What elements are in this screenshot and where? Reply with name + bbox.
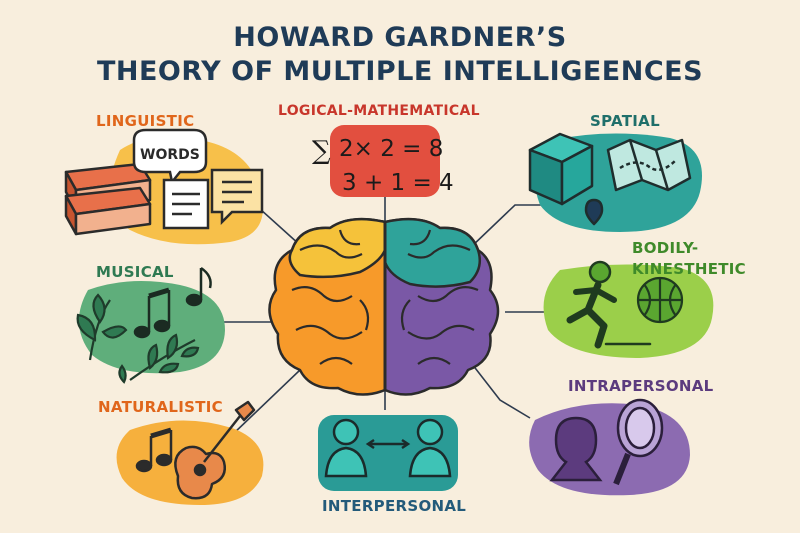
label-linguistic: LINGUISTIC — [96, 112, 195, 130]
speech-bubble-icon — [132, 128, 208, 185]
label-naturalistic: NATURALISTIC — [98, 398, 223, 416]
map-icon — [584, 138, 692, 226]
brain-folds — [291, 229, 479, 365]
label-spatial: SPATIAL — [590, 112, 660, 130]
connector-intrapersonal — [464, 354, 531, 419]
naturalistic-panel — [116, 400, 264, 505]
label-bodily-line-1: BODILY- — [632, 239, 699, 257]
two-people-icon — [324, 418, 452, 478]
intrapersonal-panel — [529, 398, 690, 496]
linguistic-panel — [64, 128, 264, 245]
mirror-icon — [613, 398, 664, 486]
cube-icon — [528, 132, 594, 206]
spatial-panel — [528, 132, 702, 232]
words-bubble-text: WORDS — [140, 147, 200, 163]
title-line-1: HOWARD GARDNER’S — [233, 22, 567, 53]
label-musical: MUSICAL — [96, 263, 174, 281]
label-logical-mathematical: LOGICAL-MATHEMATICAL — [278, 103, 480, 119]
title-line-2: THEORY OF MULTIPLE INTELLIGEENCES — [96, 56, 704, 87]
connector-naturalistic — [231, 369, 301, 436]
music-note-icon — [135, 427, 173, 473]
musical-panel — [76, 266, 225, 384]
leaf-icon — [76, 293, 128, 361]
branch-icon — [118, 333, 200, 384]
bodily-panel — [543, 260, 714, 358]
math-equation-1: 2× 2 = 8 — [339, 136, 444, 162]
document-icon — [162, 168, 264, 230]
label-interpersonal: INTERPERSONAL — [322, 497, 467, 515]
person-silhouette-icon — [549, 416, 603, 482]
logical-panel — [330, 125, 440, 197]
runner-icon — [566, 260, 652, 349]
connector-spatial — [469, 204, 545, 249]
sigma-icon: ∑ — [312, 136, 331, 166]
label-bodily-kinesthetic: BODILY- KINESTHETIC — [632, 238, 772, 280]
basketball-icon — [636, 276, 684, 324]
guitar-icon — [174, 400, 256, 500]
math-equation-2: 3 + 1 = 4 — [342, 170, 454, 196]
music-notes-icon — [133, 266, 212, 339]
brain-left-upper — [288, 217, 387, 279]
books-icon — [64, 162, 152, 236]
label-bodily-line-2: KINESTHETIC — [632, 260, 746, 278]
interpersonal-panel — [318, 415, 458, 491]
brain-illustration — [268, 217, 500, 396]
label-intrapersonal: INTRAPERSONAL — [568, 377, 714, 395]
